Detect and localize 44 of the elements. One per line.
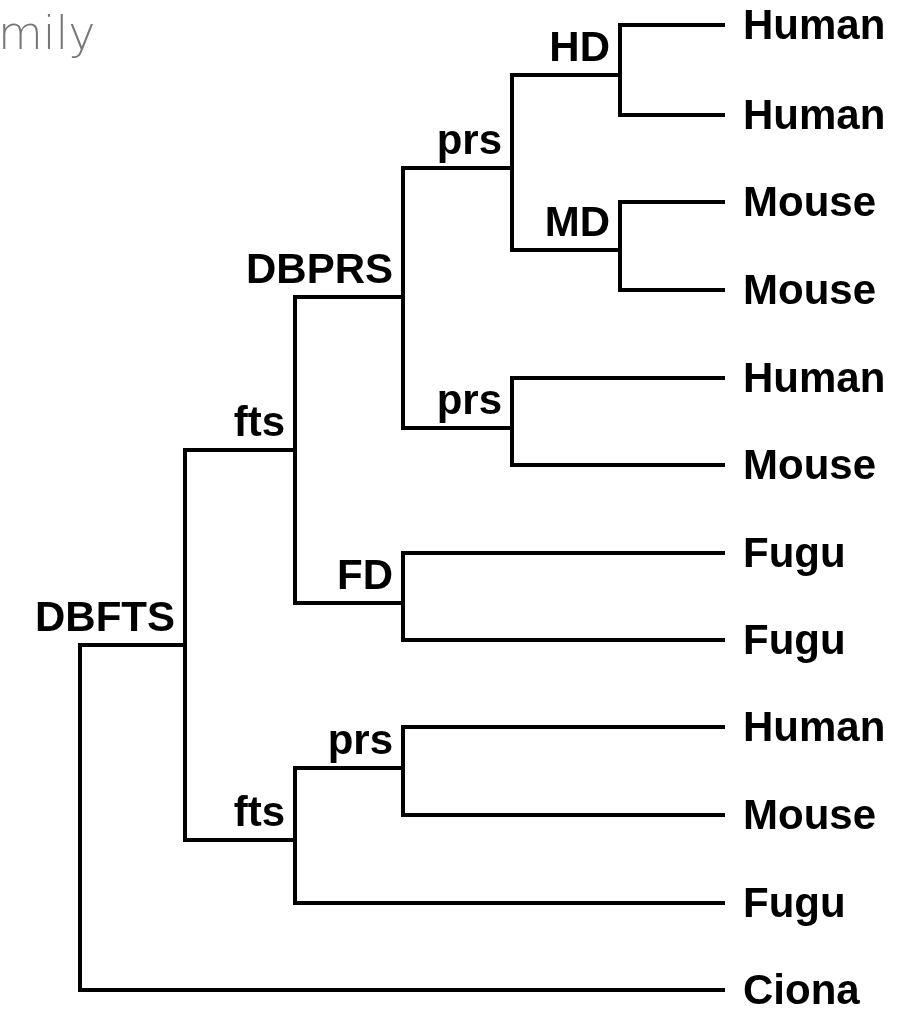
clade-label: DBFTS xyxy=(35,595,175,639)
species-label: Ciona xyxy=(725,968,860,1010)
tree-branch xyxy=(401,603,725,642)
species-label: Fugu xyxy=(725,881,846,925)
species-label: Mouse xyxy=(725,443,876,487)
species-label: Human xyxy=(725,93,886,137)
tree-branch xyxy=(510,428,725,467)
tree-branch xyxy=(293,295,403,450)
species-label: Mouse xyxy=(725,268,876,312)
tree-branch xyxy=(293,450,403,605)
clade-label: fts xyxy=(233,400,285,444)
clade-label: prs xyxy=(327,718,393,762)
species-label: Human xyxy=(725,3,886,47)
tree-branch xyxy=(401,297,512,430)
tree-branch xyxy=(78,643,725,992)
tree-branch xyxy=(510,376,725,428)
species-label: Mouse xyxy=(725,180,876,224)
clade-label: MD xyxy=(544,200,610,244)
tree-branch xyxy=(401,768,725,817)
species-label: Human xyxy=(725,705,886,749)
tree-branch xyxy=(401,166,512,297)
tree-branch xyxy=(618,250,725,292)
species-label: Fugu xyxy=(725,531,846,575)
tree-branch xyxy=(618,23,725,75)
tree-branch xyxy=(183,645,295,842)
tree-branch xyxy=(510,168,620,252)
title-fragment: mily xyxy=(0,6,96,60)
tree-branch xyxy=(401,725,725,768)
tree-branch xyxy=(618,200,725,250)
species-label: Human xyxy=(725,356,886,400)
tree-branch xyxy=(183,448,295,645)
clade-label: DBPRS xyxy=(245,247,393,291)
tree-branch xyxy=(293,766,403,840)
clade-label: fts xyxy=(233,790,285,834)
clade-label: prs xyxy=(436,378,502,422)
species-label: Mouse xyxy=(725,793,876,837)
species-label: Fugu xyxy=(725,618,846,662)
clade-label: prs xyxy=(436,118,502,162)
clade-label: FD xyxy=(337,553,393,597)
clade-label: HD xyxy=(549,25,610,69)
tree-branch xyxy=(293,840,725,905)
tree-branch xyxy=(618,75,725,117)
tree-branch xyxy=(510,73,620,168)
tree-branch xyxy=(401,551,725,603)
